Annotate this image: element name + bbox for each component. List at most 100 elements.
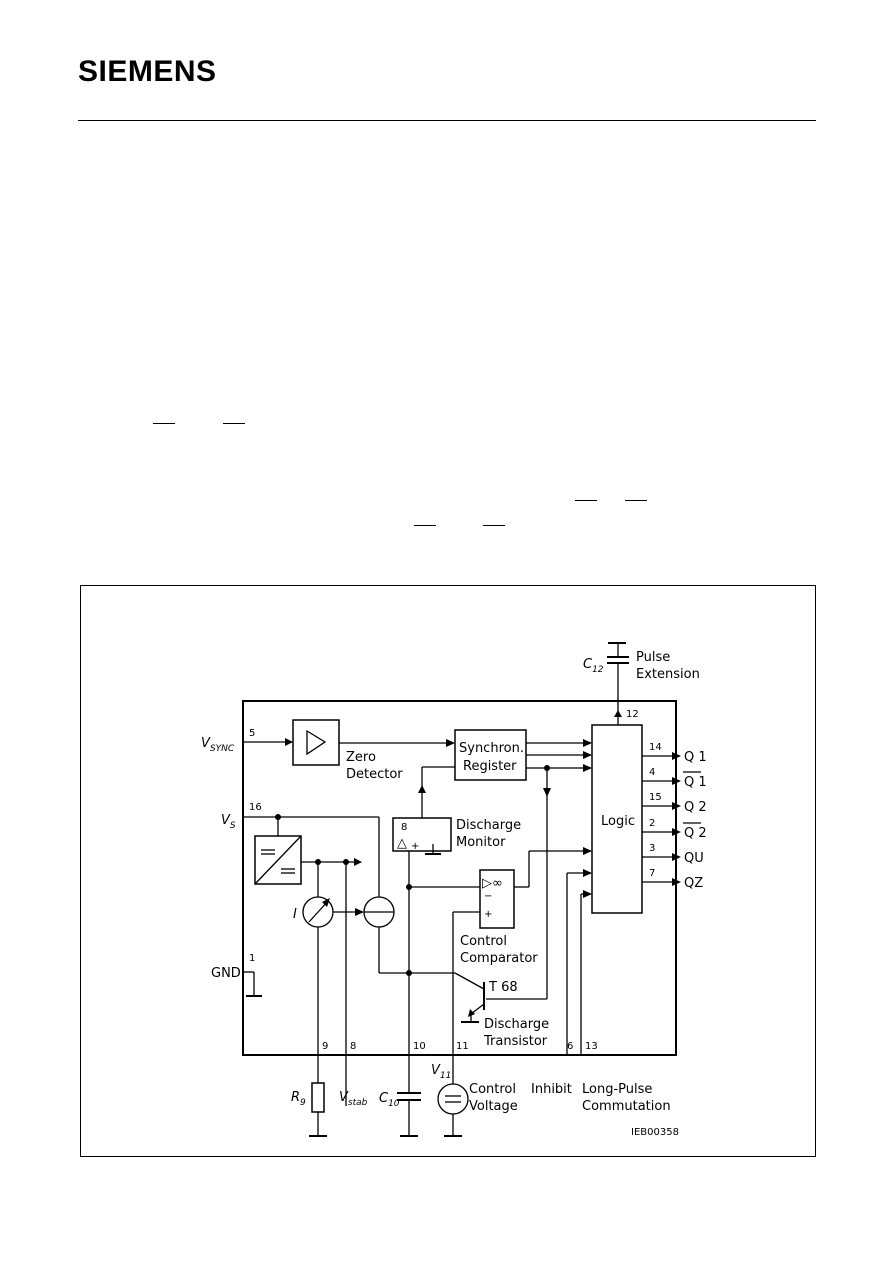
output-pin-2: 2: [649, 818, 655, 829]
pin-5-label: 5: [249, 728, 255, 739]
control-voltage-label-2: Voltage: [469, 1099, 518, 1114]
zero-detector-label-1: Zero: [346, 750, 376, 765]
output-pin-3: 3: [649, 843, 655, 854]
gnd-label: GND: [211, 966, 241, 981]
comparator-output-arrow: [583, 847, 592, 855]
output-pin-7: 7: [649, 868, 655, 879]
output-arrow: [672, 878, 681, 886]
overbar-mark: [625, 500, 647, 501]
control-comparator-label-1: Control: [460, 934, 507, 949]
register-to-logic-arrow: [583, 751, 592, 759]
output-pin-15: 15: [649, 792, 662, 803]
overbar-mark: [223, 423, 245, 424]
output-arrow: [672, 828, 681, 836]
long-pulse-label-1: Long-Pulse: [582, 1082, 652, 1097]
monitor-pin-label: 8: [401, 822, 407, 833]
r9-resistor: [311, 1082, 325, 1113]
header-divider: [78, 120, 816, 121]
junction-dot: [406, 970, 412, 976]
pulse-extension-label-2: Extension: [636, 667, 700, 682]
discharge-transistor-label-1: Discharge: [484, 1017, 549, 1032]
pin-9-label: 9: [322, 1041, 328, 1052]
zero-to-register-arrow: [446, 739, 455, 747]
vsync-label: VSYNC: [201, 736, 235, 754]
register-to-logic-arrow: [583, 764, 592, 772]
c12-label: C12: [583, 657, 604, 675]
pulse-extension-label-1: Pulse: [636, 650, 670, 665]
vs-label: VS: [221, 813, 236, 831]
discharge-monitor-label-2: Monitor: [456, 835, 506, 850]
pin-13-label: 13: [585, 1041, 598, 1052]
logic-label: Logic: [601, 814, 635, 829]
output-arrow: [672, 752, 681, 760]
overbar-mark: [575, 500, 597, 501]
discharge-monitor-label-1: Discharge: [456, 818, 521, 833]
output-pin-4: 4: [649, 767, 655, 778]
block-diagram: C12 Pulse Extension 12 VSYNC 5 Zero Dete…: [201, 642, 707, 1138]
current-source-needle-arrow: [322, 898, 330, 907]
output-pin-14: 14: [649, 742, 662, 753]
comparator-minus: −: [484, 891, 492, 902]
discharge-monitor-box: [392, 817, 452, 852]
output-label-qz: QZ: [684, 876, 703, 891]
regulator-output-arrow: [354, 858, 362, 866]
output-label-q2: Q 2: [684, 800, 707, 815]
block-diagram-figure: C12 Pulse Extension 12 VSYNC 5 Zero Dete…: [80, 585, 816, 1157]
current-mirror-arrow: [355, 908, 364, 916]
logic-box: [591, 724, 643, 914]
vsync-arrow: [285, 738, 293, 746]
transistor-label: T 68: [488, 980, 518, 995]
control-comparator-label-2: Comparator: [460, 951, 538, 966]
output-label-q2-bar: Q 2: [684, 826, 707, 841]
pin-6-label: 6: [567, 1041, 573, 1052]
brand-logo: SIEMENS: [78, 55, 217, 88]
transistor-emitter-arrow: [468, 1009, 475, 1017]
monitor-up-arrow: [418, 785, 426, 793]
pin-16-label: 16: [249, 802, 262, 813]
c10-label: C10: [379, 1091, 400, 1109]
zero-detector-label-2: Detector: [346, 767, 403, 782]
transistor-collector: [454, 972, 485, 990]
regulator-diagonal: [254, 835, 302, 885]
pin-10-label: 10: [413, 1041, 426, 1052]
comparator-symbol: ▷∞: [482, 876, 503, 891]
discharge-transistor-label-2: Transistor: [483, 1034, 548, 1049]
overbar-mark: [414, 525, 436, 526]
pin-11-label: 11: [456, 1041, 469, 1052]
monitor-plus: +: [411, 841, 419, 852]
output-label-qu: QU: [684, 851, 704, 866]
control-voltage-label-1: Control: [469, 1082, 516, 1097]
control-comparator-box: [479, 869, 515, 929]
pin-12-label: 12: [626, 709, 639, 720]
pin-8-label: 8: [350, 1041, 356, 1052]
zero-detector-symbol: [306, 729, 327, 756]
inhibit-arrow: [583, 869, 592, 877]
register-down-arrow: [543, 788, 551, 797]
output-arrow: [672, 777, 681, 785]
output-arrow: [672, 802, 681, 810]
overbar-mark: [153, 423, 175, 424]
synchron-register-label-2: Register: [463, 759, 517, 774]
monitor-symbol: △: [397, 836, 407, 851]
synchron-register-box: [454, 729, 527, 781]
register-to-logic-arrow: [583, 739, 592, 747]
r9-label: R9: [291, 1090, 306, 1108]
overbar-mark: [483, 525, 505, 526]
figure-code: IEB00358: [631, 1127, 679, 1138]
c12-arrow: [614, 710, 622, 717]
comparator-plus: +: [484, 909, 492, 920]
long-pulse-arrow: [583, 890, 592, 898]
zero-detector-box: [292, 719, 340, 766]
synchron-register-label-1: Synchron.: [459, 741, 524, 756]
inhibit-label: Inhibit: [531, 1082, 572, 1097]
pin-1-label: 1: [249, 953, 255, 964]
control-voltage-source: [437, 1083, 469, 1115]
output-label-q1: Q 1: [684, 750, 707, 765]
long-pulse-label-2: Commutation: [582, 1099, 671, 1114]
output-arrow: [672, 853, 681, 861]
v11-label: V11: [431, 1063, 451, 1081]
ic-outline: [242, 700, 677, 1056]
vstab-label: Vstab: [339, 1090, 368, 1108]
current-source-label: I: [293, 907, 297, 922]
